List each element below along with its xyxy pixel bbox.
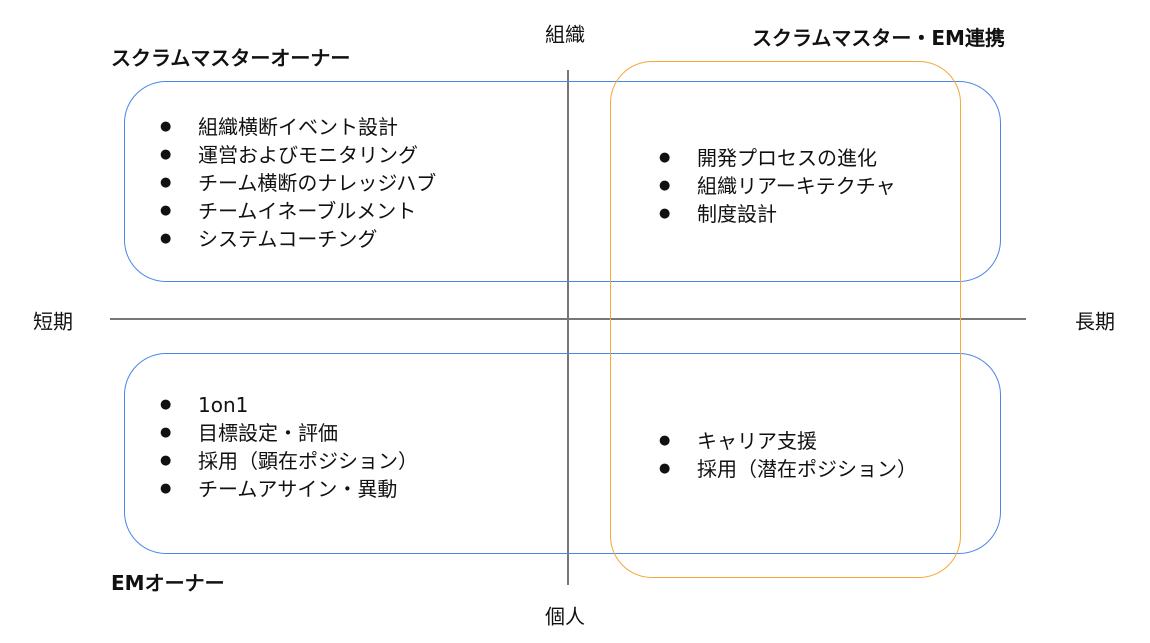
top-left-list: 組織横断イベント設計 運営およびモニタリング チーム横断のナレッジハブ チームイ…	[160, 113, 436, 253]
list-item: 採用（潜在ポジション）	[659, 455, 917, 483]
sm-owner-title: スクラムマスターオーナー	[111, 46, 351, 70]
axis-label-bottom: 個人	[545, 604, 585, 629]
list-item: 目標設定・評価	[160, 419, 418, 447]
top-right-list: 開発プロセスの進化 組織リアーキテクチャ 制度設計	[659, 144, 896, 228]
horizontal-axis	[110, 318, 1026, 320]
list-item: 組織横断イベント設計	[160, 113, 436, 141]
list-item: チームイネーブルメント	[160, 197, 436, 225]
list-item: 1on1	[160, 391, 418, 419]
axis-label-left: 短期	[33, 309, 73, 334]
list-item: 運営およびモニタリング	[160, 141, 436, 169]
list-item: 開発プロセスの進化	[659, 144, 896, 172]
axis-label-top: 組織	[545, 22, 585, 47]
sm-em-collab-box	[610, 61, 961, 578]
bottom-left-list: 1on1 目標設定・評価 採用（顕在ポジション） チームアサイン・異動	[160, 391, 418, 503]
list-item: 採用（顕在ポジション）	[160, 447, 418, 475]
em-owner-title: EMオーナー	[111, 571, 225, 595]
sm-owner-box	[124, 81, 1001, 282]
list-item: システムコーチング	[160, 225, 436, 253]
sm-em-title: スクラムマスター・EM連携	[752, 26, 1005, 50]
list-item: 組織リアーキテクチャ	[659, 172, 896, 200]
axis-label-right: 長期	[1075, 309, 1115, 334]
bottom-right-list: キャリア支援 採用（潜在ポジション）	[659, 427, 917, 483]
list-item: チーム横断のナレッジハブ	[160, 169, 436, 197]
vertical-axis	[567, 70, 569, 585]
list-item: キャリア支援	[659, 427, 917, 455]
list-item: チームアサイン・異動	[160, 475, 418, 503]
em-owner-box	[124, 353, 1001, 554]
list-item: 制度設計	[659, 200, 896, 228]
